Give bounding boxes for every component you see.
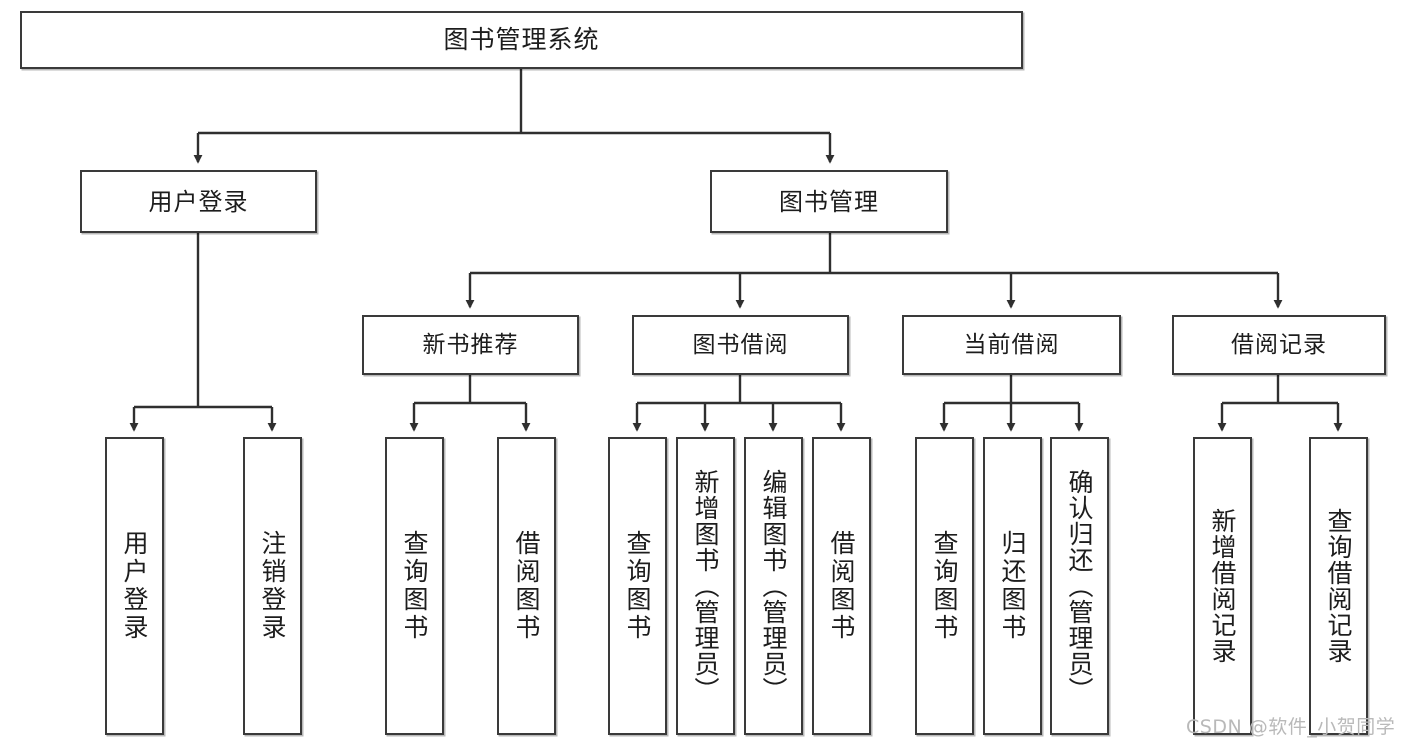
node-new-book-recommend[interactable]: 新书推荐 (362, 315, 579, 375)
node-label: 借阅记录 (1231, 331, 1327, 358)
node-label: 借阅图书 (512, 530, 541, 642)
node-label: 用户登录 (148, 187, 249, 216)
node-label: 新增借阅记录 (1208, 508, 1237, 664)
node-label: 查询图书 (930, 530, 959, 642)
leaf-add-book-admin[interactable]: 新增图书（管理员） (676, 437, 735, 735)
leaf-query-book-current[interactable]: 查询图书 (915, 437, 974, 735)
leaf-borrow-book-new[interactable]: 借阅图书 (497, 437, 556, 735)
node-label: 新书推荐 (422, 331, 519, 358)
node-label: 查询借阅记录 (1324, 508, 1353, 664)
node-current-borrow[interactable]: 当前借阅 (902, 315, 1121, 375)
node-label: 注销登录 (258, 530, 287, 642)
node-label: 用户登录 (120, 530, 149, 642)
node-label: 图书借阅 (692, 331, 789, 358)
watermark: CSDN @软件_小贺同学 (1186, 716, 1396, 738)
leaf-return-book[interactable]: 归还图书 (983, 437, 1042, 735)
node-label: 借阅图书 (827, 530, 856, 642)
leaf-add-borrow-record[interactable]: 新增借阅记录 (1193, 437, 1252, 735)
leaf-confirm-return-admin[interactable]: 确认归还（管理员） (1050, 437, 1109, 735)
node-label: 归还图书 (998, 530, 1027, 642)
node-book-borrow[interactable]: 图书借阅 (632, 315, 849, 375)
node-borrow-record[interactable]: 借阅记录 (1172, 315, 1386, 375)
leaf-user-login[interactable]: 用户登录 (105, 437, 164, 735)
node-root-system[interactable]: 图书管理系统 (20, 11, 1023, 69)
leaf-query-book-new[interactable]: 查询图书 (385, 437, 444, 735)
node-label: 新增图书（管理员） (691, 469, 720, 703)
node-label: 查询图书 (400, 530, 429, 642)
leaf-borrow-book[interactable]: 借阅图书 (812, 437, 871, 735)
leaf-query-borrow-record[interactable]: 查询借阅记录 (1309, 437, 1368, 735)
node-label: 查询图书 (623, 530, 652, 642)
node-label: 当前借阅 (963, 331, 1060, 358)
leaf-logout[interactable]: 注销登录 (243, 437, 302, 735)
node-label: 图书管理系统 (443, 25, 600, 55)
leaf-query-book[interactable]: 查询图书 (608, 437, 667, 735)
node-label: 图书管理 (779, 187, 879, 216)
node-user-login[interactable]: 用户登录 (80, 170, 317, 233)
node-label: 编辑图书（管理员） (759, 469, 788, 703)
node-label: 确认归还（管理员） (1065, 469, 1094, 703)
node-book-management[interactable]: 图书管理 (710, 170, 948, 233)
leaf-edit-book-admin[interactable]: 编辑图书（管理员） (744, 437, 803, 735)
